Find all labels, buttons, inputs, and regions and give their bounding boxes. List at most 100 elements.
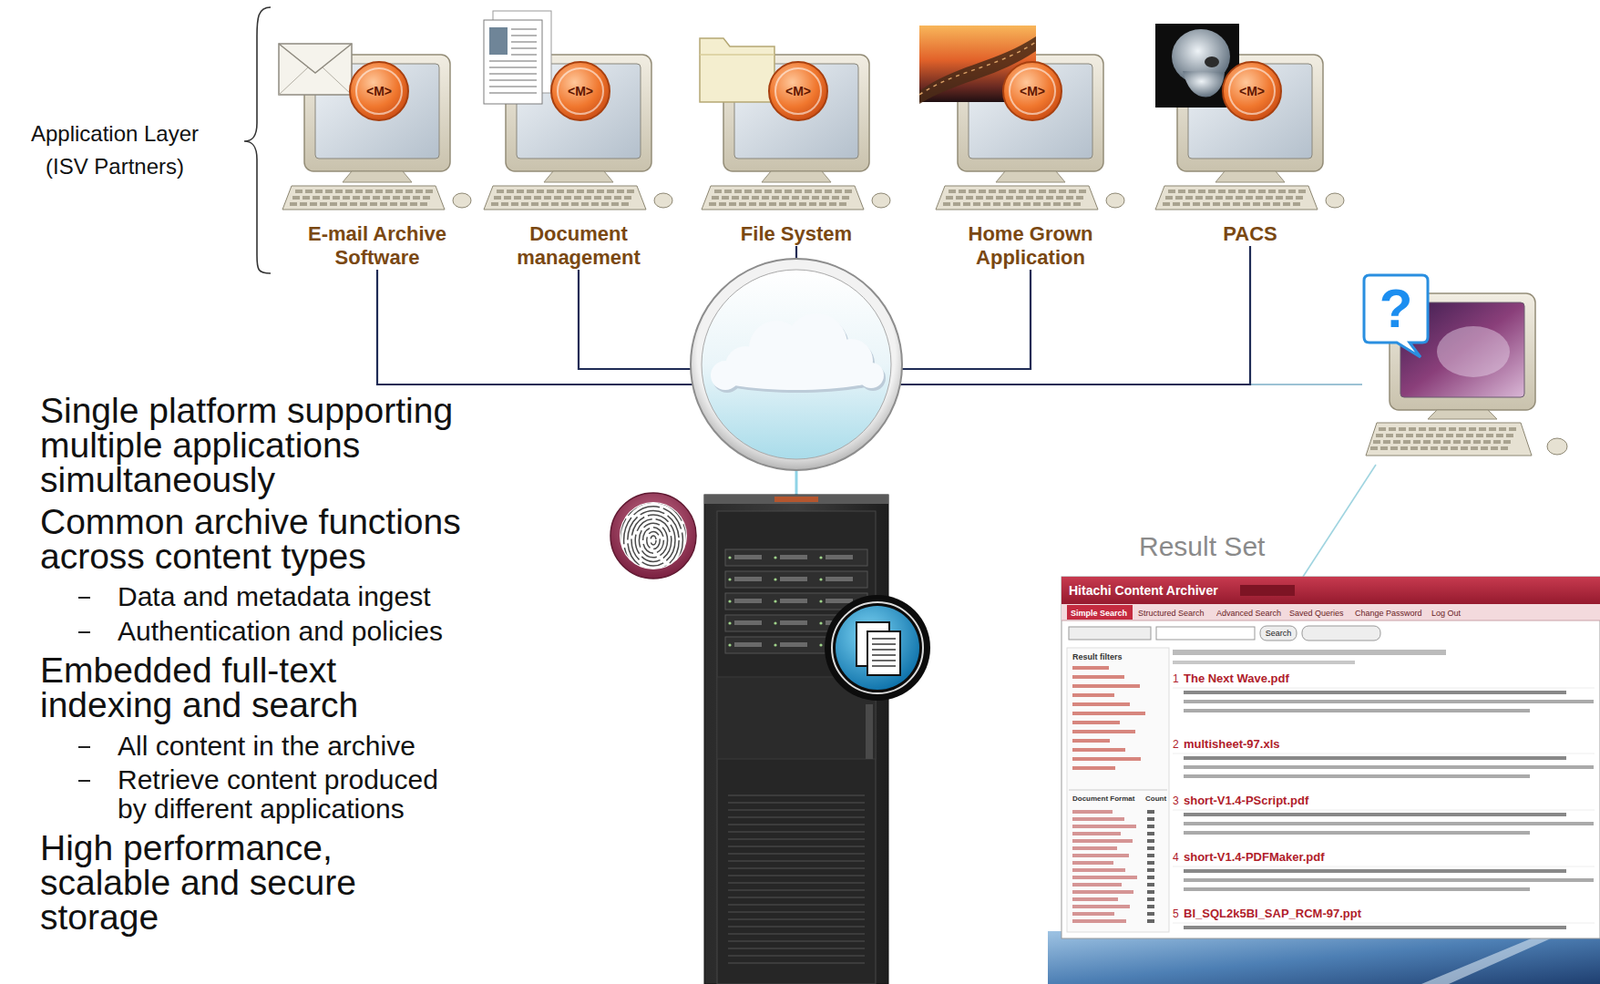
query-computer-figure-shape: [1460, 446, 1468, 451]
query-computer-figure-shape: [1398, 427, 1406, 431]
application-label: Document management: [478, 222, 679, 270]
search-screenshot-figure-shape: [1156, 626, 1255, 640]
search-screenshot-figure-shape: [1072, 757, 1141, 761]
badge-text: <M>: [769, 78, 828, 104]
query-computer-figure-shape: [1380, 446, 1388, 451]
connector-line: [795, 470, 799, 495]
application-computer-figure-shape: [701, 185, 864, 210]
query-computer-figure-shape: [1415, 433, 1424, 438]
application-computer-figure-shape: [1278, 189, 1286, 194]
application-computer-figure-shape: [943, 202, 951, 206]
application-computer-figure-shape: [1242, 202, 1251, 206]
application-computer-figure-shape: [985, 195, 994, 200]
application-computer-figure-shape: [1245, 195, 1253, 200]
result-title: multisheet-97.xls: [1183, 737, 1281, 752]
search-screenshot-figure-shape: [1072, 861, 1114, 865]
query-computer-figure-shape: [1473, 440, 1481, 444]
application-computer-figure-shape: [355, 189, 363, 194]
storage-server-figure-shape: [774, 496, 819, 503]
storage-server-figure-shape: [728, 794, 865, 797]
search-screenshot-figure-shape: [1072, 846, 1118, 851]
result-title: short-V1.4-PDFMaker.pdf: [1183, 850, 1325, 865]
query-computer-figure-shape: [1453, 440, 1461, 444]
application-computer-figure-shape: [325, 189, 333, 194]
application-computer-figure-shape: [566, 189, 575, 194]
application-computer-figure-shape: [1175, 195, 1183, 200]
application-computer-figure-shape: [389, 202, 398, 206]
application-computer-figure-shape: [834, 189, 842, 194]
background-strip: [1421, 931, 1568, 984]
result-number: 2: [1172, 737, 1180, 752]
application-computer-figure-shape: [292, 195, 300, 200]
application-computer-figure-shape: [1215, 195, 1223, 200]
application-computer-figure-shape: [751, 195, 759, 200]
badge-text: <M>: [1003, 78, 1062, 104]
query-computer-figure-shape: [1483, 440, 1491, 444]
connector-line: [1302, 464, 1376, 577]
application-computer-figure-shape: [282, 185, 445, 210]
search-screenshot-figure-shape: [1147, 875, 1155, 880]
application-computer-figure-shape: [342, 195, 350, 200]
search-screenshot-figure-shape: [1072, 919, 1127, 924]
application-computer-figure-shape: [1005, 195, 1014, 200]
storage-server-figure-shape: [871, 637, 896, 640]
search-screenshot-figure-shape: [1183, 708, 1530, 713]
application-computer-figure-shape: [626, 189, 635, 194]
sub-bullet-text: Data and metadata ingest: [117, 582, 451, 612]
application-computer-figure-shape: [624, 195, 632, 200]
query-computer-figure-shape: [1436, 326, 1510, 378]
application-computer-figure-shape: [1235, 195, 1243, 200]
storage-server-figure-shape: [728, 816, 865, 819]
storage-server-figure-shape: [643, 527, 665, 554]
application-computer-figure-shape: [794, 189, 802, 194]
storage-server-figure-shape: [619, 502, 688, 570]
application-computer-figure-shape: [771, 195, 780, 200]
search-screenshot-figure: [1061, 576, 1600, 939]
application-computer-figure-shape: [551, 202, 559, 206]
application-computer-figure-shape: [345, 189, 353, 194]
search-screenshot-figure-shape: [1147, 868, 1155, 872]
application-computer-figure-shape: [1222, 202, 1231, 206]
tab-label: Saved Queries: [1289, 607, 1344, 619]
query-computer-figure-shape: [1547, 438, 1568, 455]
storage-server-figure-shape: [610, 492, 697, 579]
query-computer-figure-shape: [1498, 427, 1507, 431]
storage-server-figure-shape: [728, 933, 865, 935]
query-computer-figure-shape: [1438, 427, 1447, 431]
application-computer-figure-shape: [362, 195, 370, 200]
query-computer-figure-shape: [1405, 433, 1414, 438]
application-computer-figure-shape: [955, 195, 964, 200]
application-computer-figure-shape: [784, 189, 792, 194]
application-computer-figure-shape: [1063, 202, 1071, 206]
tab-label: Change Password: [1354, 607, 1423, 619]
search-screenshot-figure-shape: [1072, 748, 1126, 752]
application-computer-figure-shape: [801, 195, 810, 200]
application-computer-figure-shape: [791, 195, 800, 200]
search-screenshot-figure-shape: [1061, 604, 1600, 621]
storage-server-figure-shape: [638, 523, 667, 558]
connector-line: [795, 246, 798, 259]
search-screenshot-figure-shape: [1147, 846, 1155, 851]
badge-text: <M>: [1222, 78, 1282, 104]
application-computer-figure-shape: [1268, 189, 1276, 194]
application-computer-figure-shape: [1023, 202, 1031, 206]
application-computer-figure-shape: [754, 189, 762, 194]
application-computer-figure-shape: [496, 189, 504, 194]
search-screenshot-figure-shape: [1072, 738, 1110, 743]
application-computer-figure-shape: [935, 185, 1098, 210]
search-screenshot-figure-shape: [1072, 711, 1146, 716]
application-computer-figure: [1149, 7, 1351, 216]
application-computer-figure-shape: [541, 202, 549, 206]
application-computer-figure-shape: [1292, 202, 1301, 206]
application-computer-figure-shape: [489, 72, 537, 75]
application-computer-figure-shape: [819, 202, 827, 206]
query-computer-figure-shape: [1408, 427, 1416, 431]
sub-bullet-text: All content in the archive: [117, 731, 451, 761]
application-computer-figure-shape: [738, 202, 747, 206]
search-screenshot-figure-shape: [1172, 753, 1595, 755]
storage-server-figure-shape: [728, 903, 865, 906]
application-computer-figure-shape: [493, 195, 502, 200]
storage-server-figure-shape: [631, 514, 676, 566]
application-computer-figure-shape: [1205, 195, 1213, 200]
storage-server-figure-shape: [779, 554, 808, 560]
